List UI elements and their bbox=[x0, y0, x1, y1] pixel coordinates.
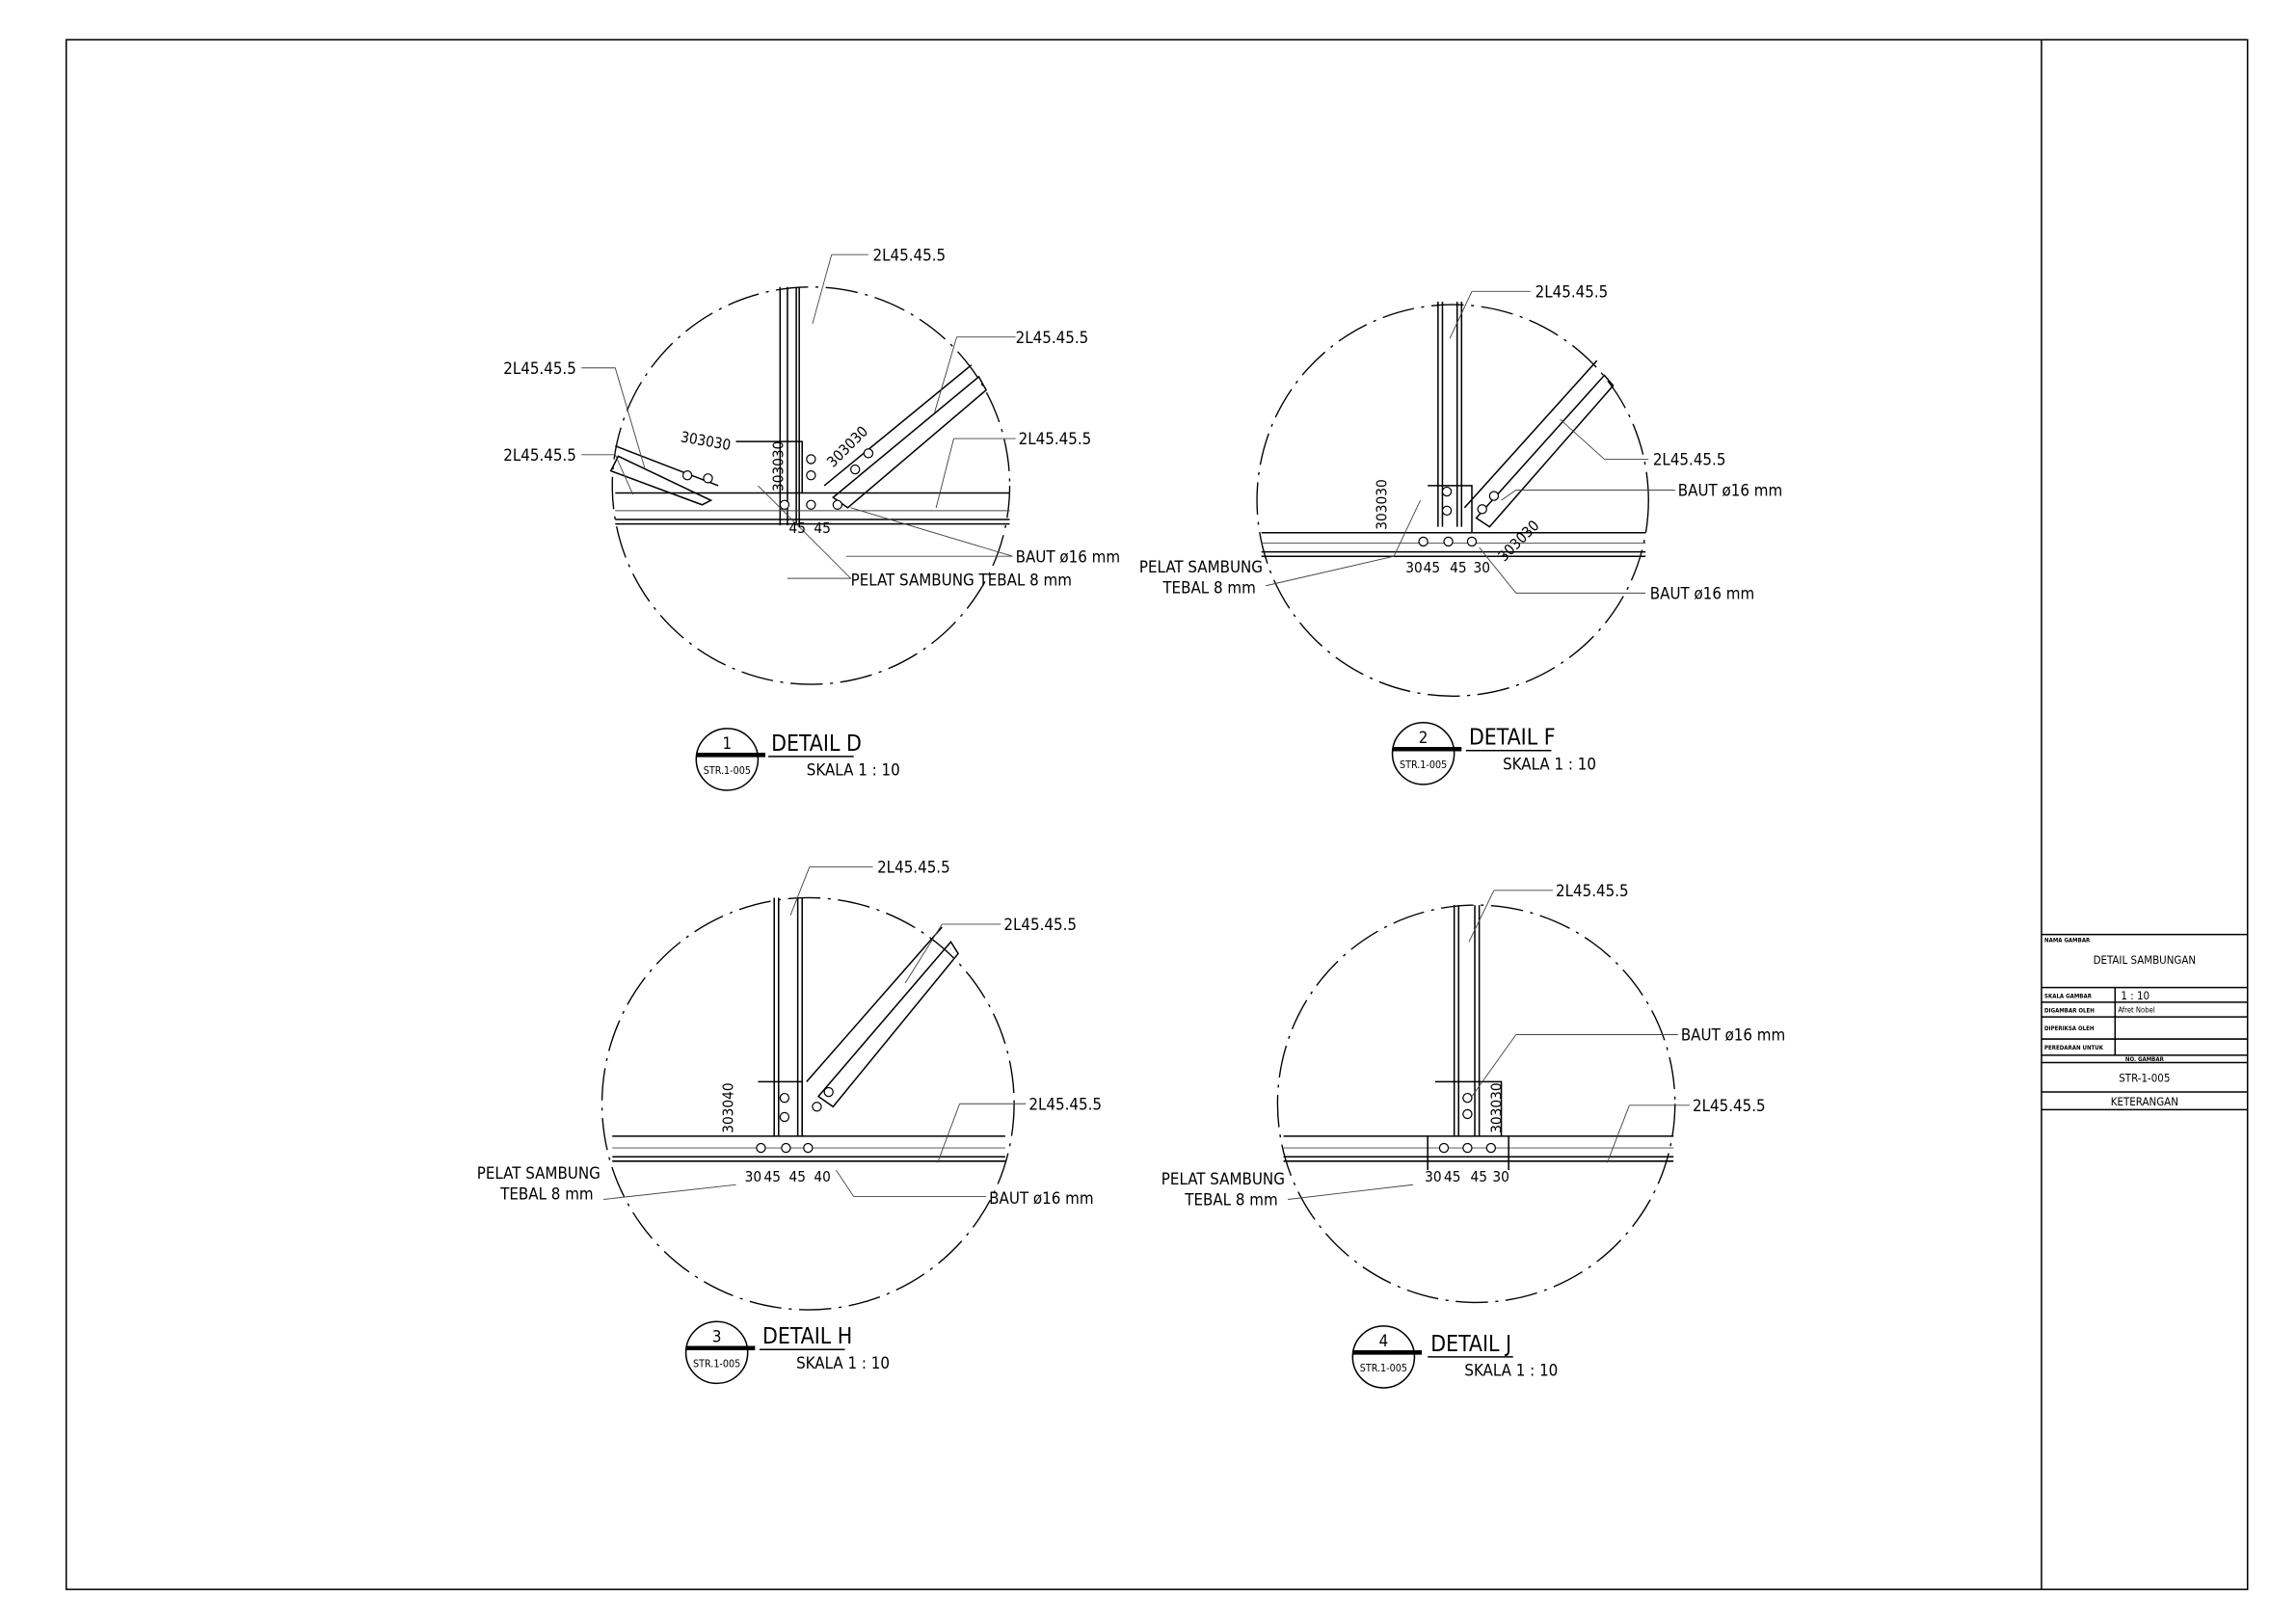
plate-label: PELAT SAMBUNG TEBAL 8 mm bbox=[851, 571, 1072, 590]
callout-number: 4 bbox=[1379, 1331, 1389, 1350]
dimension: 45 bbox=[764, 1168, 781, 1185]
detail-d: 2L45.45.5 2L45.45.5 2L45.45.5 2L45.45.5 … bbox=[503, 245, 1120, 791]
drawn-by: Afret Nobel bbox=[2118, 1006, 2154, 1015]
plate-label: PELAT SAMBUNG bbox=[1139, 557, 1263, 576]
tb-label: DIGAMBAR OLEH bbox=[2044, 1008, 2095, 1015]
dimension: 30 bbox=[1492, 1168, 1508, 1185]
dimension: 45 bbox=[814, 519, 830, 537]
dimension: 303030 bbox=[823, 423, 871, 471]
drawing-scale: 1 : 10 bbox=[2121, 989, 2149, 1002]
plate-label: PELAT SAMBUNG bbox=[477, 1163, 601, 1183]
dimension: 45 bbox=[1424, 559, 1440, 576]
detail-boundary bbox=[1276, 904, 1676, 1304]
dimension: 30 bbox=[1474, 559, 1490, 576]
detail-boundary bbox=[611, 286, 1011, 685]
dimension: 45 bbox=[1470, 1168, 1486, 1185]
detail-title: DETAIL D bbox=[771, 732, 862, 757]
detail-callout: 1 STR.1-005 DETAIL D SKALA 1 : 10 bbox=[695, 728, 900, 791]
callout-sheet: STR.1-005 bbox=[1400, 758, 1447, 771]
dimension: 303030 bbox=[769, 441, 787, 492]
dimension: 45 bbox=[788, 519, 805, 537]
dimension: 30 bbox=[1405, 559, 1422, 576]
member-label: 2L45.45.5 bbox=[1693, 1096, 1766, 1115]
detail-title: DETAIL F bbox=[1469, 726, 1556, 751]
callout-number: 1 bbox=[723, 733, 733, 753]
dimension: 45 bbox=[1450, 559, 1466, 576]
dimension: 303030 bbox=[1373, 479, 1390, 529]
drawing-name: DETAIL SAMBUNGAN bbox=[2094, 953, 2197, 967]
member-label: 2L45.45.5 bbox=[1016, 328, 1089, 347]
detail-j: 2L45.45.5 BAUT ø16 mm 2L45.45.5 PELAT SA… bbox=[1161, 881, 1785, 1389]
detail-boundary bbox=[601, 896, 1015, 1311]
detail-scale: SKALA 1 : 10 bbox=[1503, 755, 1596, 774]
dimension: 45 bbox=[1444, 1168, 1460, 1185]
member-label: 2L45.45.5 bbox=[873, 245, 947, 264]
member-label: 2L45.45.5 bbox=[877, 858, 950, 877]
detail-callout: 3 STR.1-005 DETAIL H SKALA 1 : 10 bbox=[684, 1320, 890, 1385]
plate-label: TEBAL 8 mm bbox=[499, 1184, 593, 1204]
detail-f: 2L45.45.5 2L45.45.5 BAUT ø16 mm BAUT ø16… bbox=[1139, 281, 1782, 785]
dimension: 303030 bbox=[1495, 517, 1543, 565]
detail-scale: SKALA 1 : 10 bbox=[796, 1353, 890, 1372]
member-label: 2L45.45.5 bbox=[1003, 915, 1077, 934]
detail-scale: SKALA 1 : 10 bbox=[1464, 1361, 1558, 1380]
detail-callout: 4 STR.1-005 DETAIL J SKALA 1 : 10 bbox=[1351, 1325, 1558, 1389]
callout-number: 2 bbox=[1419, 728, 1428, 747]
sheet-border bbox=[65, 39, 2249, 1590]
bolt-label: BAUT ø16 mm bbox=[1016, 546, 1120, 566]
tb-label: PEREDARAN UNTUK bbox=[2044, 1045, 2104, 1051]
tb-label: DIPERIKSA OLEH bbox=[2044, 1025, 2095, 1032]
dimension: 40 bbox=[814, 1168, 830, 1185]
detail-title: DETAIL J bbox=[1430, 1332, 1511, 1357]
plate-label: TEBAL 8 mm bbox=[1161, 577, 1255, 597]
member-label: 2L45.45.5 bbox=[1028, 1094, 1102, 1113]
detail-scale: SKALA 1 : 10 bbox=[807, 760, 900, 780]
detail-title: DETAIL H bbox=[762, 1324, 852, 1349]
bolt-label: BAUT ø16 mm bbox=[1678, 481, 1782, 500]
tb-label: KETERANGAN bbox=[2111, 1095, 2178, 1108]
plate-label: PELAT SAMBUNG bbox=[1161, 1169, 1285, 1188]
member-label: 2L45.45.5 bbox=[1556, 881, 1629, 900]
bolt-label: BAUT ø16 mm bbox=[989, 1188, 1093, 1208]
dimension: 303030 bbox=[1488, 1082, 1506, 1132]
plate-label: TEBAL 8 mm bbox=[1184, 1190, 1277, 1210]
detail-callout: 2 STR.1-005 DETAIL F SKALA 1 : 10 bbox=[1391, 721, 1596, 785]
bolt-label: BAUT ø16 mm bbox=[1650, 583, 1754, 602]
detail-boundary bbox=[1256, 304, 1649, 697]
tb-label: NAMA GAMBAR bbox=[2044, 937, 2091, 944]
title-block: NAMA GAMBAR DETAIL SAMBUNGAN SKALA GAMBA… bbox=[2041, 933, 2248, 1111]
drawing-number: STR-1-005 bbox=[2119, 1071, 2170, 1084]
bolt-label: BAUT ø16 mm bbox=[1681, 1025, 1785, 1045]
tb-label: NO. GAMBAR bbox=[2125, 1056, 2165, 1063]
callout-sheet: STR.1-005 bbox=[693, 1358, 740, 1370]
dimension: 30 bbox=[745, 1168, 761, 1185]
member-label: 2L45.45.5 bbox=[503, 359, 576, 378]
dimension: 303030 bbox=[680, 428, 733, 454]
callout-sheet: STR.1-005 bbox=[704, 764, 751, 777]
callout-sheet: STR.1-005 bbox=[1360, 1362, 1407, 1374]
member-label: 2L45.45.5 bbox=[503, 445, 576, 465]
member-label: 2L45.45.5 bbox=[1653, 450, 1726, 469]
dimension: 303040 bbox=[719, 1082, 736, 1132]
detail-h: 2L45.45.5 2L45.45.5 2L45.45.5 PELAT SAMB… bbox=[477, 858, 1102, 1385]
dimension: 45 bbox=[788, 1168, 805, 1185]
dimension: 30 bbox=[1425, 1168, 1441, 1185]
member-label: 2L45.45.5 bbox=[1535, 281, 1609, 301]
callout-number: 3 bbox=[712, 1327, 722, 1346]
tb-label: SKALA GAMBAR bbox=[2044, 993, 2093, 999]
member-label: 2L45.45.5 bbox=[1019, 429, 1092, 448]
